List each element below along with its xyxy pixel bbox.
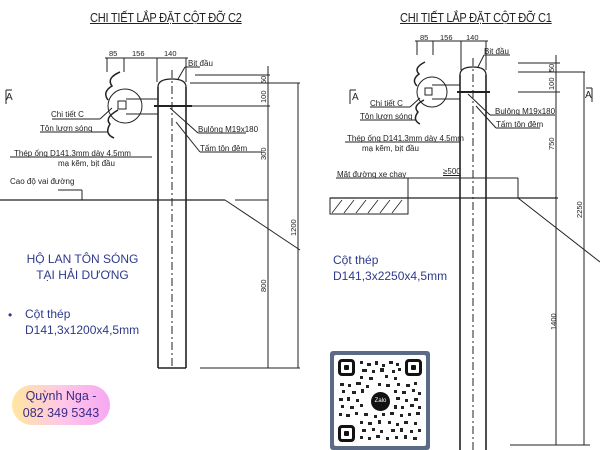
vdim-2250: 2250 — [575, 201, 584, 218]
label-ton-luon-song-right: Tôn lượn sóng — [360, 112, 413, 121]
vdim-100-right: 100 — [547, 77, 556, 90]
label-offset-500: ≥500 — [443, 167, 461, 176]
vdim-750: 750 — [547, 137, 556, 150]
vdim-800: 800 — [259, 279, 268, 292]
label-buloong: Bulông M19x180 — [198, 125, 259, 134]
label-chi-tiet-c-right: Chi tiết C — [370, 99, 403, 108]
left-drawing-title: CHI TIẾT LẮP ĐẶT CỘT ĐỠ C2 — [90, 10, 242, 25]
zalo-qr-code[interactable]: Zalo — [330, 351, 430, 450]
heading-ho-lan: HỘ LAN TÔN SÓNG TẠI HẢI DƯƠNG — [20, 251, 145, 283]
label-thep-ong-line1-right: Thép ống D141.3mm dày 4.5mm — [347, 134, 464, 143]
label-thep-ong-line1: Thép ống D141.3mm dày 4.5mm — [14, 149, 131, 158]
label-cao-do-vai-duong: Cao độ vai đường — [10, 177, 75, 186]
label-ton-luon-song: Tôn lượn sóng — [40, 124, 93, 133]
bullet-dot: • — [8, 308, 13, 322]
qr-finder-top-left — [338, 359, 355, 376]
label-tam-ton-dem: Tấm tôn đệm — [200, 144, 248, 153]
label-bit-dau: Bịt đầu — [188, 59, 213, 68]
vdim-1200: 1200 — [289, 219, 298, 236]
contact-phone: 082 349 5343 — [22, 406, 100, 420]
qr-finder-top-right — [405, 359, 422, 376]
heading-line2: TẠI HẢI DƯƠNG — [36, 268, 129, 282]
vdim-300: 300 — [259, 147, 268, 160]
section-marker-a-right: A — [585, 90, 592, 101]
heading-line1: HỘ LAN TÔN SÓNG — [26, 252, 139, 266]
section-marker-a-left: A — [352, 92, 359, 103]
dim-140-right: 140 — [466, 33, 479, 42]
right-drawing-title: CHI TIẾT LẮP ĐẶT CỘT ĐỠ C1 — [400, 10, 552, 25]
qr-finder-bottom-left — [338, 425, 355, 442]
section-marker-a: A — [6, 92, 13, 103]
label-tam-ton-dem-right: Tấm tôn đệm — [496, 120, 544, 129]
vdim-50: 50 — [259, 75, 268, 84]
left-spec-line1: Cột thép — [25, 307, 71, 321]
contact-badge[interactable]: Quỳnh Nga - 082 349 5343 — [12, 385, 110, 425]
label-chi-tiet-c: Chi tiết C — [51, 110, 84, 119]
dim-85: 85 — [109, 49, 118, 58]
right-spec-line2: D141,3x2250x4,5mm — [333, 269, 448, 283]
label-mat-duong-xe-chay: Mặt đường xe chạy — [337, 170, 407, 179]
contact-name: Quỳnh Nga - — [25, 389, 97, 403]
vdim-1400: 1400 — [549, 313, 558, 330]
dim-156-right: 156 — [440, 33, 453, 42]
label-thep-ong-line2: mạ kẽm, bịt đầu — [58, 159, 115, 168]
label-thep-ong-line2-right: mạ kẽm, bịt đầu — [362, 144, 419, 153]
qr-modules — [339, 361, 421, 440]
dim-156: 156 — [132, 49, 145, 58]
dim-85-right: 85 — [420, 33, 429, 42]
label-bit-dau-right: Bịt đầu — [484, 47, 509, 56]
qr-pattern: Zalo — [334, 355, 426, 446]
zalo-logo-icon: Zalo — [371, 392, 390, 411]
left-spec: Cột thép D141,3x1200x4,5mm — [25, 306, 139, 338]
vdim-100: 100 — [259, 90, 268, 103]
vdim-50-right: 50 — [547, 63, 556, 72]
right-spec-line1: Cột thép — [333, 253, 379, 267]
right-spec: Cột thép D141,3x2250x4,5mm — [333, 252, 447, 284]
dim-140: 140 — [164, 49, 177, 58]
left-spec-line2: D141,3x1200x4,5mm — [25, 323, 140, 337]
label-buloong-right: Bulông M19x180 — [495, 107, 556, 116]
